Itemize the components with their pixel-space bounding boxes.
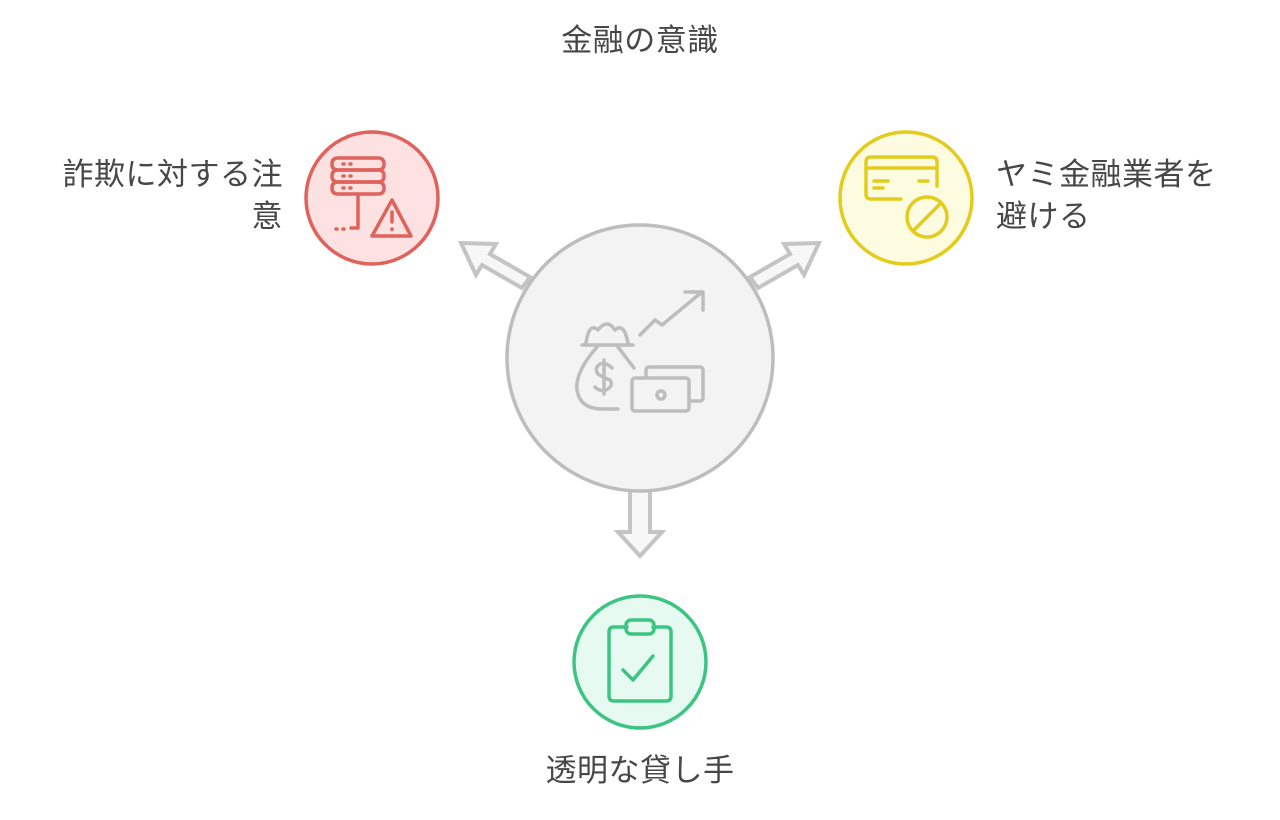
loan-shark-label: ヤミ金融業者を 避ける [996, 157, 1217, 235]
fraud-label: 詐欺に対する注 意 [62, 157, 283, 235]
arrow-to-loan-shark [747, 240, 823, 291]
arrow-to-lender [613, 486, 667, 559]
money-bag-growth-icon [575, 290, 705, 413]
center-node [505, 223, 775, 493]
credit-card-blocked-icon [864, 155, 949, 239]
clipboard-check-icon [607, 618, 673, 703]
lender-label: 透明な貸し手 [545, 753, 735, 789]
diagram-title: 金融の意識 [561, 23, 719, 59]
server-warning-icon [330, 156, 413, 238]
fraud-node [304, 130, 440, 266]
arrow-to-fraud [457, 240, 533, 291]
lender-node [572, 594, 708, 730]
loan-shark-node [838, 130, 974, 266]
